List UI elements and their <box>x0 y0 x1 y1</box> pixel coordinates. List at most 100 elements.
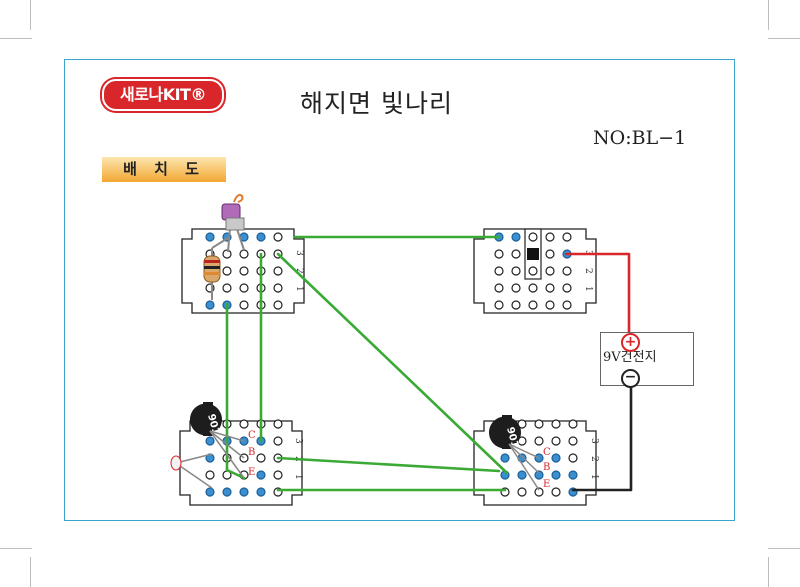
board-hole <box>494 266 504 276</box>
row-number: 2 <box>583 268 593 274</box>
row-number: 1 <box>294 286 304 292</box>
board-hole <box>545 249 555 259</box>
board-hole <box>534 419 544 429</box>
switch-block <box>527 248 539 260</box>
battery-box <box>600 332 694 386</box>
board-hole <box>494 283 504 293</box>
board-hole <box>551 470 561 480</box>
transistor-flat <box>203 402 213 436</box>
wire-red <box>564 252 631 338</box>
board-hole <box>273 232 283 242</box>
board-hole <box>256 232 266 242</box>
pin-label: B <box>248 447 255 458</box>
pin-label: B <box>543 462 550 473</box>
row-number: 1 <box>293 474 303 480</box>
board-hole <box>256 453 266 463</box>
board-hole <box>500 453 510 463</box>
section-label: 배 치 도 <box>102 157 226 182</box>
transistor-lead <box>508 443 540 491</box>
board-hole <box>534 487 544 497</box>
board-hole <box>205 487 215 497</box>
crop-mark <box>30 557 31 587</box>
board-hole <box>562 300 572 310</box>
transistor-flat <box>502 415 512 449</box>
photoresistor-icon <box>221 193 245 253</box>
transistor-lead <box>209 430 245 442</box>
row-number: 3 <box>589 438 599 444</box>
board-hole <box>273 283 283 293</box>
board-hole <box>273 419 283 429</box>
board-hole <box>273 300 283 310</box>
board-hole <box>517 470 527 480</box>
board-hole <box>205 232 215 242</box>
breadboard: 321 <box>473 228 597 314</box>
board-hole <box>551 453 561 463</box>
row-number: 3 <box>294 250 304 256</box>
board-hole <box>239 283 249 293</box>
board-hole <box>494 300 504 310</box>
board-hole <box>239 266 249 276</box>
board-hole <box>528 300 538 310</box>
board-hole <box>273 266 283 276</box>
board-hole <box>568 470 578 480</box>
board-hole <box>545 266 555 276</box>
board-hole <box>239 300 249 310</box>
transistor-lead <box>508 443 540 474</box>
board-hole <box>222 283 232 293</box>
board-hole <box>256 470 266 480</box>
board-hole <box>551 419 561 429</box>
board-hole <box>517 487 527 497</box>
brand-logo: 새로나KIT® <box>102 79 224 111</box>
board-hole <box>568 419 578 429</box>
crop-mark <box>768 0 769 30</box>
board-hole <box>562 266 572 276</box>
board-hole <box>528 266 538 276</box>
row-number: 2 <box>589 456 599 462</box>
board-hole <box>568 453 578 463</box>
row-number: 2 <box>294 268 304 274</box>
board-hole <box>511 300 521 310</box>
board-hole <box>205 300 215 310</box>
board-hole <box>534 470 544 480</box>
board-hole <box>511 249 521 259</box>
board-hole <box>551 436 561 446</box>
page-title: 해지면 빛나리 <box>300 89 453 118</box>
board-hole <box>273 436 283 446</box>
board-hole <box>205 470 215 480</box>
pin-label: E <box>543 479 550 490</box>
board-hole <box>222 266 232 276</box>
pin-label: E <box>248 467 255 478</box>
wires-layer <box>225 235 633 492</box>
board-hole <box>568 436 578 446</box>
board-hole <box>511 283 521 293</box>
board-hole <box>239 487 249 497</box>
wire-green <box>225 302 246 480</box>
board-hole <box>494 249 504 259</box>
pin-label: C <box>248 430 256 441</box>
breadboard: 3 2 1 <box>181 228 305 314</box>
board-hole <box>551 487 561 497</box>
battery-minus-terminal: − <box>621 369 640 388</box>
crop-mark <box>30 0 31 30</box>
board-hole <box>239 249 249 259</box>
board-hole <box>511 266 521 276</box>
wire-green <box>276 252 509 475</box>
diagram-frame <box>64 59 735 521</box>
parts-layer <box>170 193 245 489</box>
board-hole <box>239 419 249 429</box>
board-hole <box>205 436 215 446</box>
crop-mark <box>0 38 32 39</box>
transistor-lead <box>209 430 245 479</box>
board-hole <box>562 232 572 242</box>
board-hole <box>545 300 555 310</box>
resistor-icon <box>203 237 229 300</box>
battery-label: 9V건전지 <box>603 350 657 365</box>
board-hole <box>545 283 555 293</box>
crop-mark <box>0 548 32 549</box>
pin-label: C <box>543 447 551 458</box>
board-hole <box>256 487 266 497</box>
